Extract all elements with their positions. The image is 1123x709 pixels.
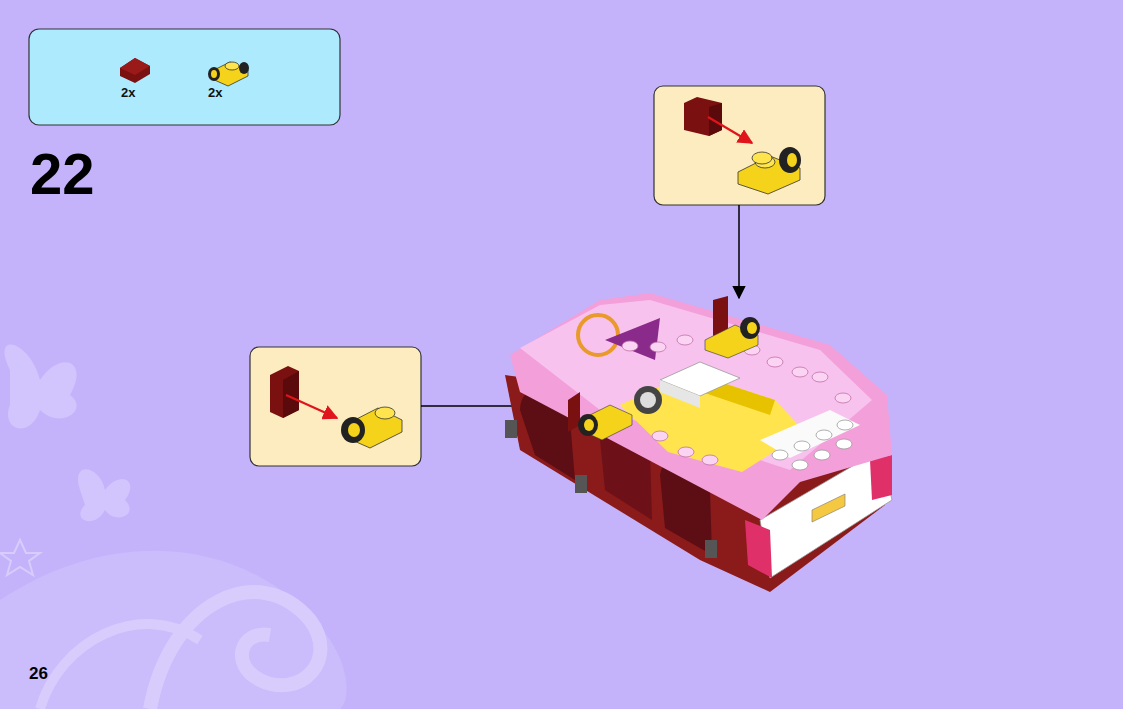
car-model: [505, 293, 892, 592]
step-number: 22: [30, 140, 95, 207]
callout-parts-top: [684, 97, 801, 194]
page-number: 26: [29, 664, 48, 684]
part-quantity: 2x: [208, 85, 222, 100]
yellow-plate-wheel-icon: [208, 62, 249, 86]
part-quantity: 2x: [121, 85, 135, 100]
background-decor: [0, 345, 347, 709]
callout-box: [250, 347, 421, 466]
pointer-arrow: [738, 205, 740, 298]
callout-box: [654, 86, 825, 205]
dark-red-tile-icon: [120, 58, 150, 83]
parts-panel: [29, 29, 340, 125]
callout-parts-left: [270, 366, 402, 448]
parts-list: 2x 2x: [29, 29, 340, 125]
